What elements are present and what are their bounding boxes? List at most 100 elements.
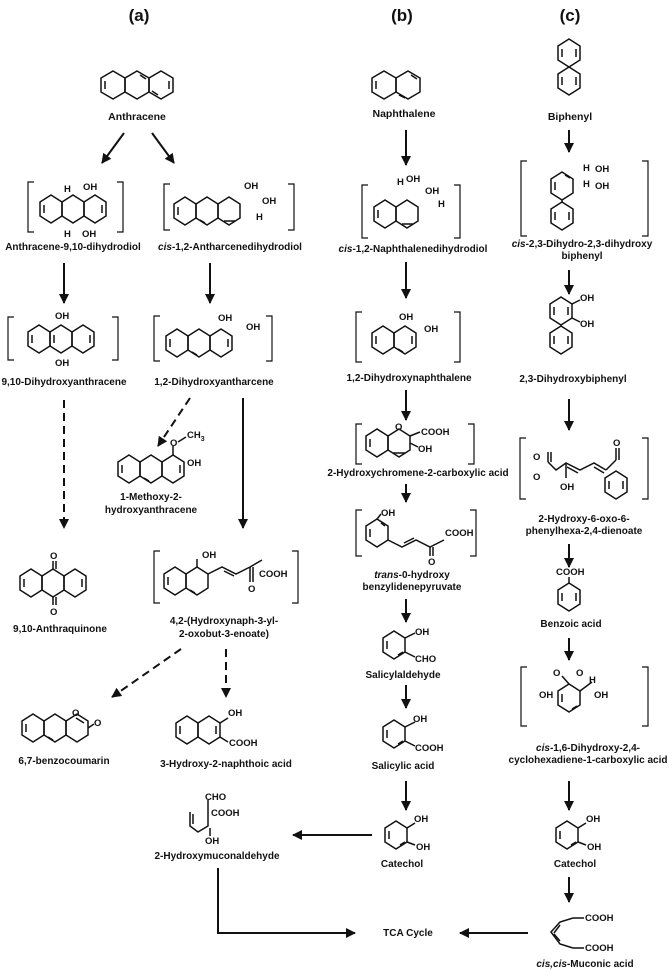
atom-cooh-9: COOH (585, 943, 614, 954)
trans-benzylidenepyruvate-structure (355, 509, 477, 557)
biphenyl-structure (557, 38, 581, 96)
dihydroxyantharcene-12-structure (153, 315, 273, 362)
atom-o-8: O (428, 557, 435, 568)
atom-o-7: O (395, 422, 402, 433)
column-a-header: (a) (129, 6, 150, 25)
dashed-arrow-a6 (157, 397, 191, 447)
enoate-a-structure (153, 550, 299, 604)
atom-oh-3: OH (244, 181, 258, 192)
label-dihydroxycyclo-2: cyclohexadiene-1-carboxylic acid (509, 755, 668, 766)
label-salicylic-acid: Salicylic acid (372, 761, 435, 772)
atom-o-1: O (170, 438, 177, 449)
atom-oh-19: OH (415, 627, 429, 638)
label-cis-naphthalene-diol: cis-1,2-Naphthalenedihydrodiol (339, 244, 488, 255)
label-enoate-1: 4,2-(Hydroxynaph-3-yl- (170, 616, 278, 627)
label-anthraquinone: 9,10-Anthraquinone (13, 624, 107, 635)
label-hopda-2: phenylhexa-2,4-dienoate (526, 526, 643, 537)
atom-cooh-1: COOH (259, 569, 288, 580)
subscript-3: 3 (201, 436, 205, 443)
atom-h-7: H (583, 179, 590, 190)
atom-h-6: H (583, 163, 590, 174)
hopda-structure (519, 437, 649, 500)
atom-oh-29: OH (594, 690, 608, 701)
atom-oh-16: OH (424, 324, 438, 335)
atom-oh-14: OH (425, 186, 439, 197)
label-naphthalene: Naphthalene (372, 108, 435, 120)
atom-o-3: O (50, 607, 57, 618)
atom-o-12: O (553, 668, 560, 679)
benzoic-acid-structure (557, 577, 581, 612)
label-dihydroxycyclo-1: cis-1,6-Dihydroxy-2,4- (536, 743, 640, 754)
atom-oh-31: OH (587, 842, 601, 853)
atom-o-13: O (576, 668, 583, 679)
naphthalene-structure (371, 70, 421, 100)
atom-o-6: O (94, 718, 101, 729)
cis-naphthalene-diol-text: -1,2-Naphthalenedihydrodiol (352, 244, 487, 255)
dihydroxyanthracene-910-structure (7, 316, 119, 361)
cis-prefix-a: cis (158, 242, 172, 253)
arrow-to-tca-left (217, 868, 356, 938)
column-c-header: (c) (560, 6, 581, 25)
atom-oh-1: OH (83, 182, 97, 193)
atom-cooh-2: COOH (229, 738, 258, 749)
atom-o-2: O (50, 551, 57, 562)
cis-prefix-b: cis (339, 244, 353, 255)
label-cis-biphenyl-2: biphenyl (561, 251, 602, 262)
atom-oh-20: OH (413, 714, 427, 725)
label-catechol-b: Catechol (381, 859, 423, 870)
anthracene-dihydrodiol-structure (27, 181, 124, 233)
catechol-b-structure (384, 820, 416, 850)
atom-oh-23: OH (595, 164, 609, 175)
atom-oh-15: OH (399, 312, 413, 323)
anthracene-structure (100, 70, 174, 100)
chromene-structure (355, 423, 475, 465)
atom-oh-4: OH (262, 196, 276, 207)
cis-naphthalene-dihydrodiol-structure (361, 184, 461, 239)
trans-1-text: -0-hydroxy (399, 570, 451, 581)
label-anthracene-diol: Anthracene-9,10-dihydrodiol (5, 242, 141, 253)
arrow-a2 (151, 132, 175, 164)
label-enoate-2: 2-oxobut-3-enoate) (179, 629, 269, 640)
atom-oh-12: OH (205, 836, 219, 847)
atom-oh-10: OH (202, 550, 216, 561)
benzocoumarin-structure (21, 713, 95, 743)
atom-h-2: H (64, 229, 71, 240)
atom-h-4: H (397, 177, 404, 188)
label-cis-biphenyl-1: cis-2,3-Dihydro-2,3-dihydroxy (512, 239, 653, 250)
muconic-acid-structure (550, 917, 584, 949)
label-dihydroxynaphthalene: 1,2-Dihydroxynaphthalene (346, 373, 471, 384)
atom-oh-6: OH (55, 358, 69, 369)
label-dihydroxyanthracene-910: 9,10-Dihydroxyanthracene (1, 377, 126, 388)
atom-oh-27: OH (560, 482, 574, 493)
label-muconic-acid: cis,cis-Muconic acid (536, 959, 633, 970)
catechol-c-structure (555, 820, 587, 850)
cis-biphenyl-1-text: -2,3-Dihydro-2,3-dihydroxy (526, 239, 653, 250)
label-salicylaldehyde: Salicylaldehyde (365, 670, 440, 681)
salicylic-acid-structure (382, 719, 416, 749)
atom-o-11: O (613, 438, 620, 449)
dihydroxynaphthalene-structure (355, 311, 461, 363)
label-methoxy-2: hydroxyanthracene (105, 505, 198, 516)
column-b-header: (b) (391, 6, 413, 25)
atom-cho-1: CHO (205, 792, 226, 803)
atom-oh-30: OH (586, 814, 600, 825)
atom-oh-17: OH (418, 444, 432, 455)
atom-o-5: O (72, 708, 79, 719)
dihydroxycyclohexadiene-structure (520, 666, 649, 727)
atom-h-3: H (256, 212, 263, 223)
arrow-a1 (101, 132, 125, 164)
atom-oh-8: OH (246, 322, 260, 333)
atom-cooh-3: COOH (211, 808, 240, 819)
cis-biphenyl-dihydrodiol-structure (520, 160, 649, 237)
label-hydroxymuconaldehyde: 2-Hydroxymuconaldehyde (154, 851, 279, 862)
label-trans-2: benzylidenepyruvate (363, 582, 462, 593)
atom-cooh-8: COOH (585, 913, 614, 924)
atom-oh-25: OH (580, 293, 594, 304)
atom-oh-22: OH (416, 842, 430, 853)
label-chromene: 2-Hydroxychromene-2-carboxylic acid (327, 468, 508, 479)
atom-oh-11: OH (228, 708, 242, 719)
atom-oh-7: OH (218, 313, 232, 324)
atom-oh-28: OH (539, 690, 553, 701)
